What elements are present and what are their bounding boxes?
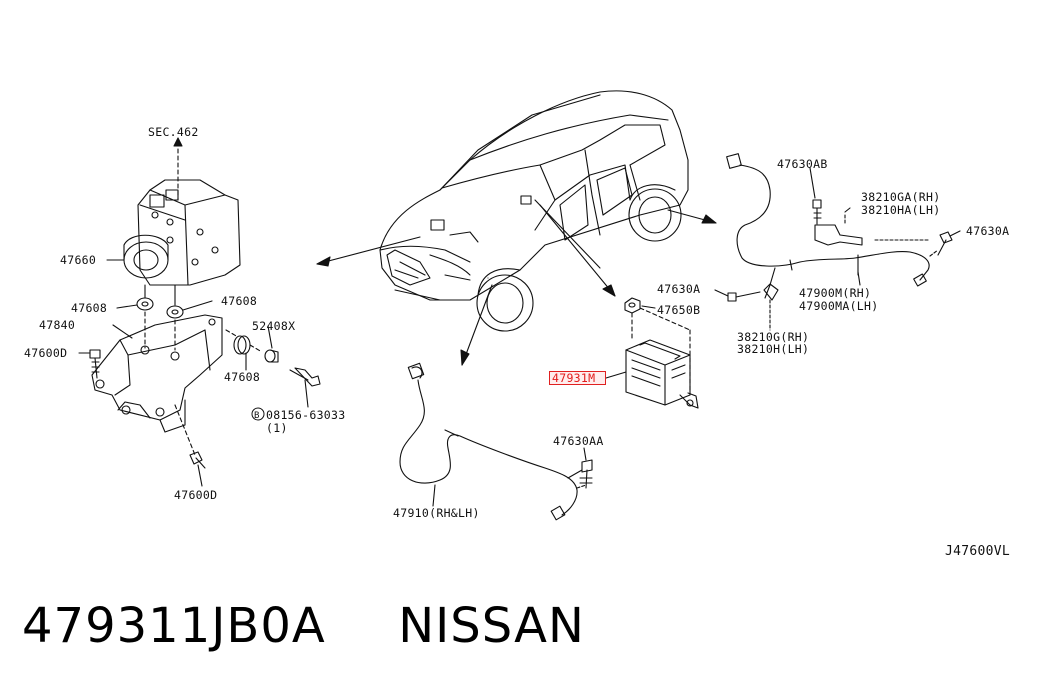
location-arrows <box>316 199 717 366</box>
actuator-bracket <box>91 311 223 456</box>
label-sec-462: SEC.462 <box>148 125 199 139</box>
diagram-code: J47600VL <box>945 544 1010 559</box>
label-47650b: 47650B <box>657 303 700 317</box>
yaw-rate-sensor <box>624 297 699 409</box>
callout-labels: SEC.462 47660 47608 47608 47840 47600D 5… <box>24 125 1010 559</box>
label-47931m: 47931M <box>552 371 595 385</box>
abs-actuator <box>123 137 241 319</box>
bolt-circle-marker <box>251 407 265 421</box>
label-47608-left: 47608 <box>71 301 107 315</box>
label-47608-bottom: 47608 <box>224 370 260 384</box>
part-number: 479311JB0A <box>22 598 326 654</box>
label-47630a-right: 47630A <box>966 224 1009 238</box>
label-47608-right: 47608 <box>221 294 257 308</box>
label-47900m: 47900M(RH) <box>799 286 871 300</box>
label-38210ha: 38210HA(LH) <box>861 203 940 217</box>
brand-name: NISSAN <box>398 598 585 654</box>
label-47660: 47660 <box>60 253 96 267</box>
label-47630a-middle: 47630A <box>657 282 700 296</box>
fasteners-left <box>89 329 321 469</box>
front-wheel-sensor <box>399 362 593 521</box>
part-caption: 479311JB0A NISSAN <box>22 598 585 654</box>
label-08156-63033: 08156-63033 <box>266 408 345 422</box>
label-47900ma: 47900MA(LH) <box>799 299 878 313</box>
leader-lines <box>78 167 961 507</box>
label-bolt-qty: (1) <box>266 421 288 435</box>
label-38210ga: 38210GA(RH) <box>861 190 940 204</box>
label-47840: 47840 <box>39 318 75 332</box>
label-38210g: 38210G(RH) <box>737 330 809 344</box>
highlighted-part-box <box>549 371 606 385</box>
label-47600d-left: 47600D <box>24 346 67 360</box>
vehicle-illustration <box>379 90 689 332</box>
label-47630aa: 47630AA <box>553 434 604 448</box>
label-47630ab: 47630AB <box>777 157 828 171</box>
label-47600d-bottom: 47600D <box>174 488 217 502</box>
label-bolt-b: B <box>254 411 260 421</box>
label-38210h: 38210H(LH) <box>737 342 809 356</box>
label-52408x: 52408X <box>252 319 295 333</box>
label-47910: 47910(RH&LH) <box>393 506 480 520</box>
